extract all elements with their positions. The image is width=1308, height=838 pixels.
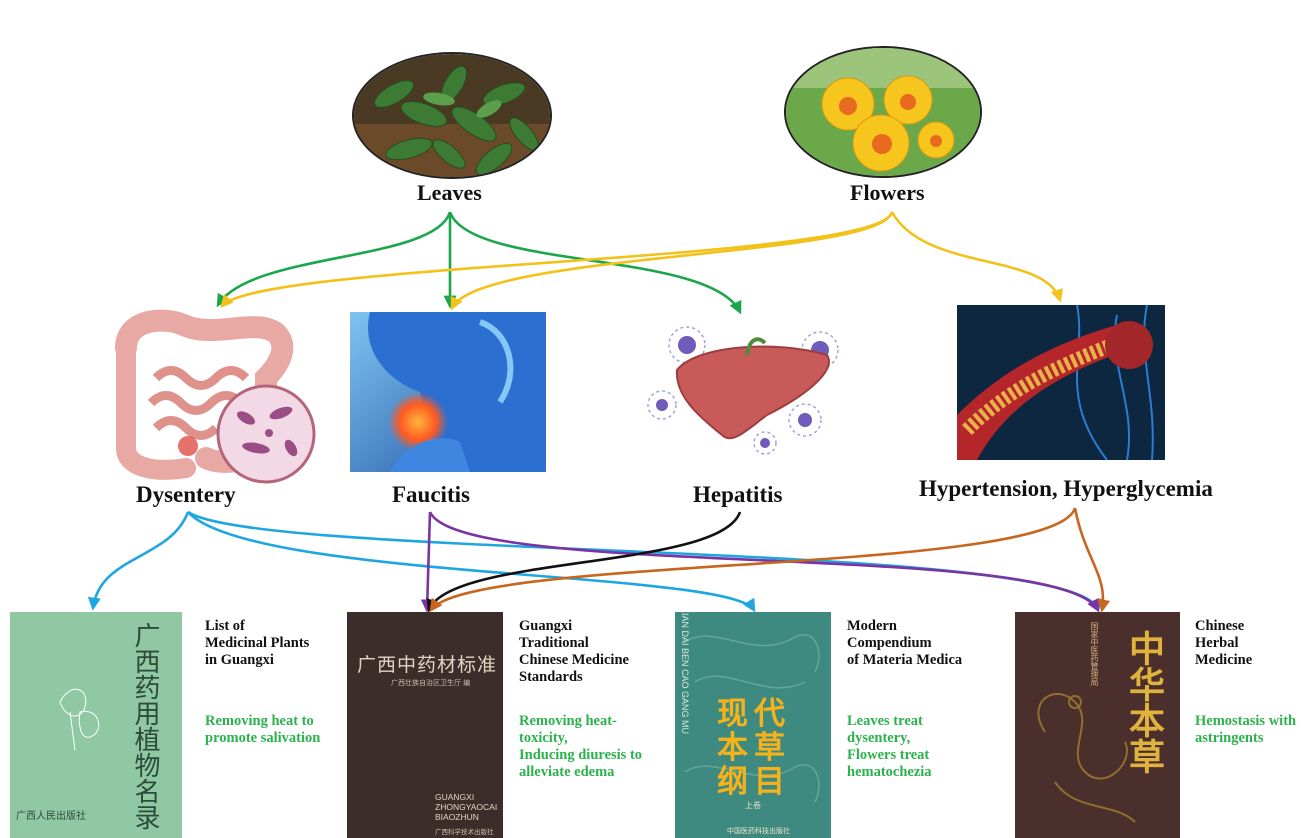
cover-publisher-cn: 中国医药科技出版社 xyxy=(727,826,790,836)
book-effect: Removing heat- toxicity, Inducing diures… xyxy=(519,713,642,781)
book-effect: Removing heat to promote salivation xyxy=(205,713,320,747)
arrow-dysentery-to-modern-compendium xyxy=(188,512,754,610)
cover-title-en: XIAN DAI BEN CAO GANG MU xyxy=(680,612,690,767)
plant-line-drawing-icon xyxy=(50,682,110,752)
book-title: Guangxi Traditional Chinese Medicine Sta… xyxy=(519,618,629,686)
cover-title-en: GUANGXI ZHONGYAOCAI BIAOZHUN xyxy=(435,792,497,822)
faucitis-label: Faucitis xyxy=(392,482,470,508)
cover-publisher-cn: 广西人民出版社 xyxy=(16,807,86,822)
flowers-label: Flowers xyxy=(850,180,925,206)
arrow-flowers-to-hypertension xyxy=(892,212,1060,300)
hypertension-hyperglycemia-label: Hypertension, Hyperglycemia xyxy=(919,476,1213,502)
book-effect: Leaves treat dysentery, Flowers treat he… xyxy=(847,713,932,781)
cover-volume-cn: 上卷 xyxy=(745,800,761,811)
book-title: List of Medicinal Plants in Guangxi xyxy=(205,618,309,669)
arrow-faucitis-to-chinese-herbal-medicine xyxy=(430,512,1098,610)
blood-vessel-illustration xyxy=(957,305,1165,460)
guangxi-plant-list-cover: 广西药用植物名录 广西人民出版社 xyxy=(10,612,182,838)
arrow-dysentery-to-chinese-herbal-medicine xyxy=(188,512,1098,610)
cover-publisher-cn: 广西科学技术出版社 xyxy=(435,826,494,836)
throat-illustration xyxy=(350,312,546,472)
cover-subtitle-cn: 广西壮族自治区卫生厅 编 xyxy=(391,678,470,688)
liver-illustration xyxy=(637,315,847,465)
arrow-flowers-to-faucitis xyxy=(452,212,892,308)
arrow-dysentery-to-guangxi-plant-list xyxy=(93,512,188,608)
arrow-flowers-to-dysentery xyxy=(222,212,892,306)
arrow-leaves-to-hepatitis xyxy=(450,212,740,312)
hepatitis-label: Hepatitis xyxy=(693,482,782,508)
cover-subtitle-cn: 国家中医药管理局 xyxy=(1085,622,1099,686)
book-title: Chinese Herbal Medicine xyxy=(1195,618,1252,669)
arrow-hepatitis-to-guangxi-standards xyxy=(429,512,740,610)
leaves-label: Leaves xyxy=(417,180,482,206)
arrow-faucitis-to-guangxi-standards xyxy=(427,512,430,610)
chinese-herbal-medicine-cover: 中华本草 国家中医药管理局 xyxy=(1015,612,1180,838)
modern-compendium-cover: XIAN DAI BEN CAO GANG MU 现代本草纲目 上卷 中国医药科… xyxy=(675,612,831,838)
dysentery-label: Dysentery xyxy=(136,482,236,508)
cover-title-cn: 现代本草纲目 xyxy=(717,697,791,799)
book-title: Modern Compendium of Materia Medica xyxy=(847,618,962,669)
intestine-illustration xyxy=(106,308,318,484)
cover-title-cn: 广西中药材标准 xyxy=(357,650,497,677)
cover-title-cn: 广西药用植物名录 xyxy=(130,622,160,830)
book-effect: Hemostasis with astringents xyxy=(1195,713,1296,747)
leaves-photo xyxy=(352,52,552,179)
cover-title-cn: 中华本草 xyxy=(1125,630,1165,774)
arrow-leaves-to-dysentery xyxy=(218,212,450,305)
flowers-photo xyxy=(784,46,982,178)
guangxi-standards-cover: 广西中药材标准 广西壮族自治区卫生厅 编 GUANGXI ZHONGYAOCAI… xyxy=(347,612,503,838)
